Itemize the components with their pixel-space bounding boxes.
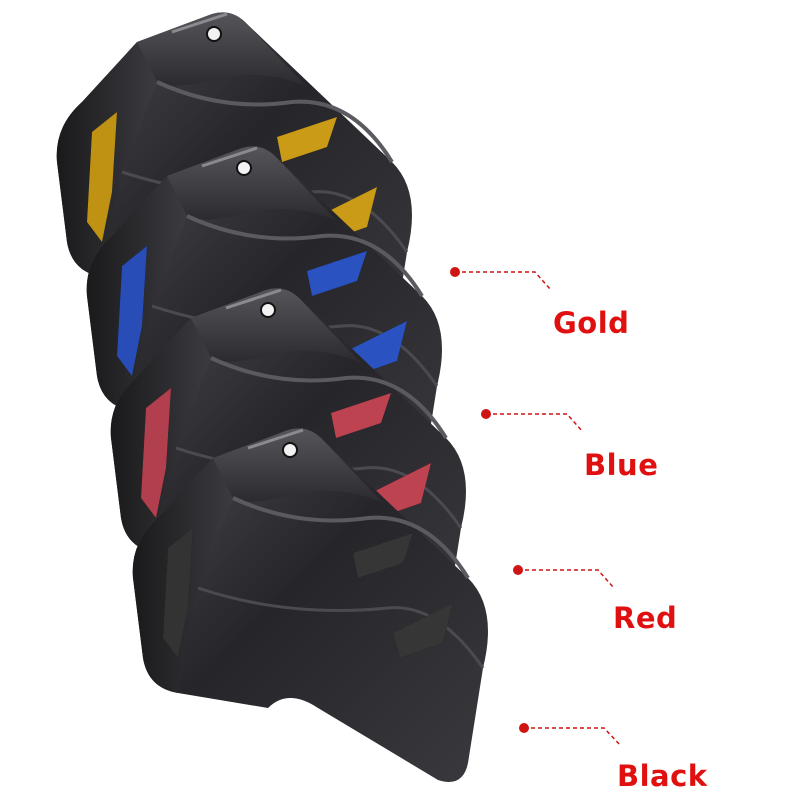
variant-label-gold: Gold [553,306,630,340]
fender-red [108,286,468,644]
leader-line-gold [455,271,552,291]
fender-black [130,426,491,784]
side-mesh-gold [87,112,117,242]
variant-label-red: Red [613,601,678,635]
side-mesh-red [141,388,171,518]
lower-vent-black [393,603,453,658]
variant-label-blue: Blue [584,448,659,482]
upper-vent-gold [277,117,337,162]
side-mesh-blue [117,246,147,376]
upper-vent-red [331,393,391,438]
leader-line-red [518,569,615,589]
fender-blue [84,144,444,502]
side-mesh-black [163,528,193,658]
leader-line-blue [486,413,584,433]
upper-vent-black [353,533,413,578]
upper-vent-blue [307,251,367,296]
leader-lines [450,267,622,747]
variant-label-black: Black [617,759,708,793]
leader-line-black [524,727,622,747]
